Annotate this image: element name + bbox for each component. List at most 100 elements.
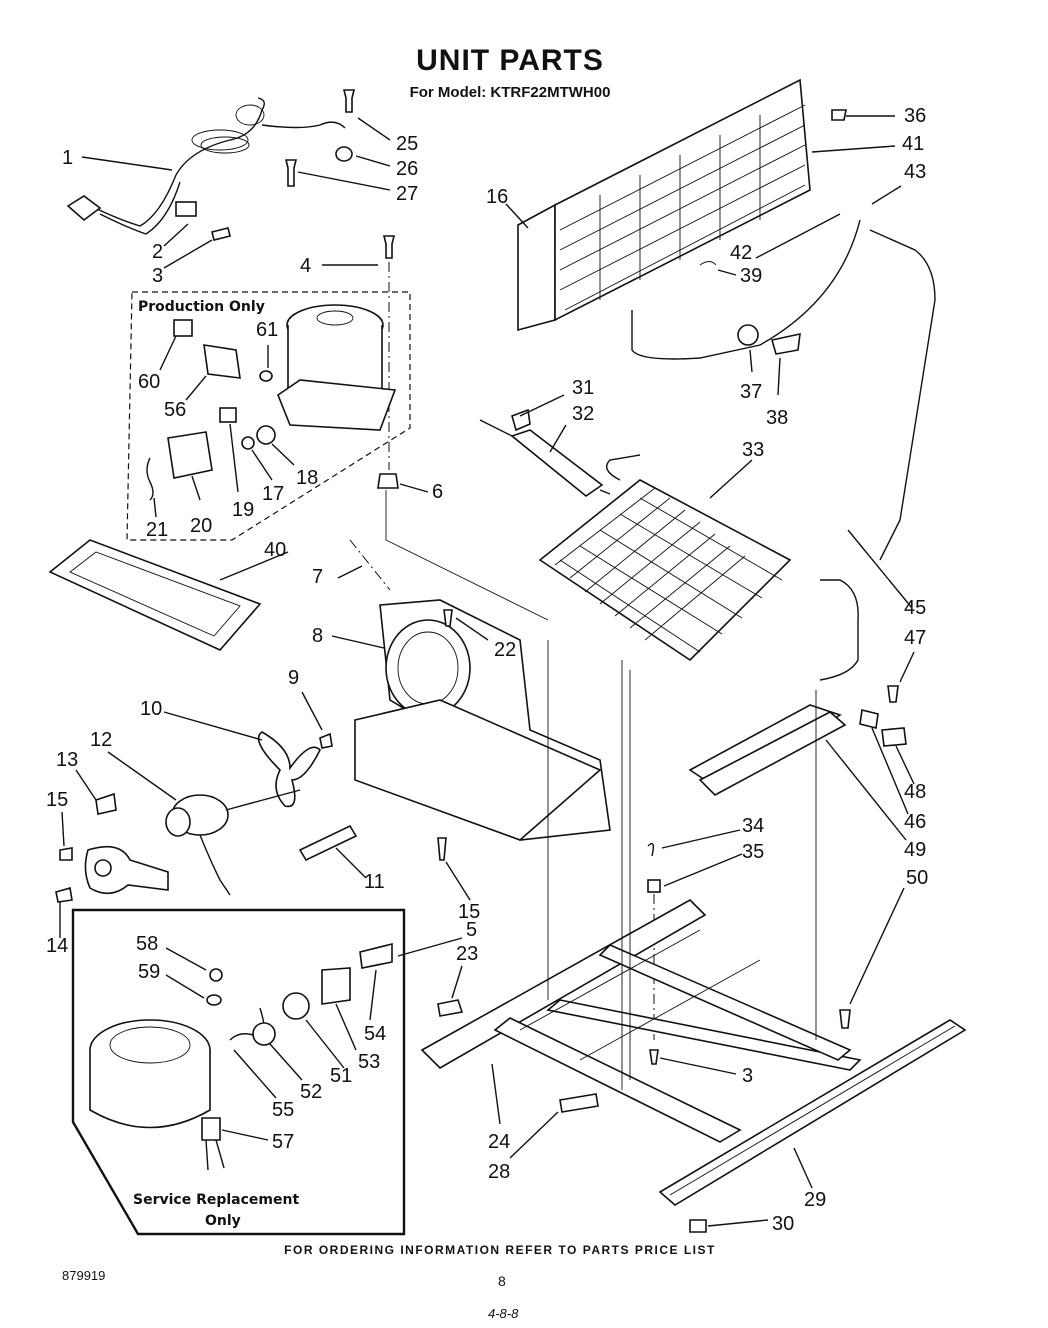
callout-14: 14 [46, 935, 68, 957]
production-only-box: Production Only [126, 291, 411, 541]
part-51 [282, 992, 310, 1020]
ordering-note: FOR ORDERING INFORMATION REFER TO PARTS … [284, 1243, 716, 1257]
production-only-label: Production Only [138, 299, 265, 315]
callout-8: 8 [312, 625, 323, 647]
callout-17: 17 [262, 483, 284, 505]
filter-drier [479, 408, 611, 497]
cord-clip [175, 201, 197, 217]
callout-30: 30 [772, 1213, 794, 1235]
grommet-26 [335, 146, 353, 162]
part-19 [219, 407, 237, 423]
callout-3-b: 3 [742, 1065, 753, 1087]
callout-6: 6 [432, 481, 443, 503]
part-58 [209, 968, 223, 982]
callout-60: 60 [138, 371, 160, 393]
power-cord [66, 97, 346, 235]
evaporator-coil [538, 454, 792, 662]
screw-15 [59, 847, 73, 861]
clip-screw [211, 227, 231, 241]
callout-40: 40 [264, 539, 286, 561]
callout-49: 49 [904, 839, 926, 861]
refrigerant-line [631, 219, 861, 360]
callout-27: 27 [396, 183, 418, 205]
part-35 [647, 879, 661, 893]
callout-24: 24 [488, 1131, 510, 1153]
callout-46: 46 [904, 811, 926, 833]
fan-blade [257, 731, 321, 808]
part-23 [437, 999, 464, 1017]
tube-45 [819, 579, 859, 681]
callout-22: 22 [494, 639, 516, 661]
screw-30 [689, 1219, 707, 1233]
callout-55: 55 [272, 1099, 294, 1121]
handwritten-mark: 4-8-8 [488, 1306, 519, 1321]
part-46 [859, 709, 879, 729]
compressor-service [89, 1019, 211, 1129]
callout-34: 34 [742, 815, 764, 837]
callout-48: 48 [904, 781, 926, 803]
callout-7: 7 [312, 566, 323, 588]
callout-58: 58 [136, 933, 158, 955]
front-rail [658, 1019, 967, 1206]
screw-15-b [437, 837, 447, 861]
callout-12: 12 [90, 729, 112, 751]
part-17 [241, 436, 255, 450]
callout-numbers: 1 2 3 25 26 27 4 60 61 56 18 17 19 20 21… [46, 105, 928, 1235]
clip-39 [699, 261, 717, 266]
callout-3: 3 [152, 265, 163, 287]
callout-38: 38 [766, 407, 788, 429]
bracket-9 [319, 732, 333, 749]
part-52 [252, 1022, 276, 1046]
compressor-production [277, 304, 397, 431]
callout-15: 15 [46, 789, 68, 811]
screw-4 [382, 235, 396, 259]
callout-1: 1 [62, 147, 73, 169]
clip-34 [647, 842, 655, 857]
callout-35: 35 [742, 841, 764, 863]
callout-9: 9 [288, 667, 299, 689]
relay-56 [203, 344, 241, 379]
callout-28: 28 [488, 1161, 510, 1183]
callout-43: 43 [904, 161, 926, 183]
callout-54: 54 [364, 1023, 386, 1045]
screw-3-b [649, 1049, 659, 1065]
washer-59 [206, 994, 222, 1006]
callout-4: 4 [300, 255, 311, 277]
callout-20: 20 [190, 515, 212, 537]
callout-13: 13 [56, 749, 78, 771]
callout-37: 37 [740, 381, 762, 403]
motor-bracket [84, 792, 169, 895]
screw-22 [443, 609, 453, 627]
callout-11: 11 [364, 871, 385, 893]
callout-29: 29 [804, 1189, 826, 1211]
callout-25: 25 [396, 133, 418, 155]
callout-36: 36 [904, 105, 926, 127]
callout-50: 50 [906, 867, 928, 889]
part-38 [770, 332, 801, 355]
page-title: UNIT PARTS [416, 44, 604, 77]
callout-52: 52 [300, 1081, 322, 1103]
page-number: 8 [498, 1273, 506, 1289]
relay-cover-60 [173, 319, 193, 337]
drain-trough [688, 704, 847, 796]
part-18 [256, 425, 276, 445]
callout-47: 47 [904, 627, 926, 649]
callout-5: 5 [466, 919, 477, 941]
callout-23: 23 [456, 943, 478, 965]
spacer-11 [298, 824, 358, 862]
condenser-tube [869, 229, 936, 561]
service-label-line2: Only [205, 1213, 241, 1229]
callout-42: 42 [730, 242, 752, 264]
document-number: 879919 [62, 1268, 106, 1283]
callout-57: 57 [272, 1131, 294, 1153]
part-37 [737, 324, 759, 346]
service-replacement-box: Service Replacement Only [71, 908, 406, 1236]
callout-61: 61 [256, 319, 278, 341]
capacitor-20 [167, 431, 213, 479]
callout-59: 59 [138, 961, 160, 983]
condenser-coil [517, 78, 811, 332]
capacitor-57 [201, 1117, 221, 1141]
callout-39: 39 [740, 265, 762, 287]
service-label-line1: Service Replacement [133, 1192, 299, 1208]
